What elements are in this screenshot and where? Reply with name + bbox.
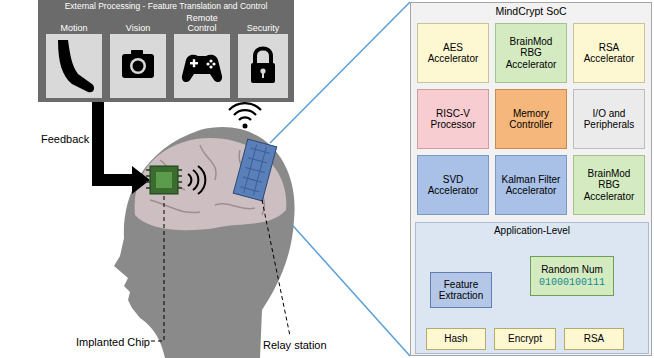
panel-ground: [38, 0, 294, 102]
tile-label: Remote Control: [174, 14, 230, 34]
box-label: BrainMod RBG Accelerator: [499, 36, 563, 71]
part-label: Relay station: [262, 339, 328, 351]
process-box: RSA: [564, 328, 624, 350]
function-tile: Security: [238, 14, 288, 100]
icon-tile: [110, 34, 166, 98]
soc-panel: MindCrypt SoCAES AcceleratorBrainMod RBG…: [410, 2, 652, 356]
lock-icon: [251, 49, 275, 84]
icon-tile: [238, 34, 288, 98]
process-box: Random Num01000100111: [530, 256, 614, 296]
function-tile: Remote Control: [174, 14, 230, 100]
application-band: Application-LevelFeature Extraction Rando…: [415, 222, 649, 354]
box-label: Random Num: [541, 264, 603, 276]
tile-label: Motion: [60, 14, 87, 34]
accelerator-block: Kalman Filter Accelerator: [495, 155, 567, 215]
panel-title: MindCrypt SoC: [411, 3, 651, 17]
box-label: AES Accelerator: [421, 42, 485, 65]
wireless-symbol: [229, 103, 261, 128]
accelerator-block: AES Accelerator: [417, 23, 489, 83]
accelerator-block: SVD Accelerator: [417, 155, 489, 215]
wireless-symbol: [188, 166, 205, 194]
process-box: Encrypt: [494, 328, 556, 350]
process-box: Hash: [426, 328, 486, 350]
box-label: Encrypt: [508, 333, 542, 345]
process-box: Feature Extraction: [430, 272, 492, 308]
feedback-arrow: [92, 102, 150, 194]
box-label: I/O and Peripherals: [577, 108, 641, 131]
box-label: Memory Controller: [499, 108, 563, 131]
function-tile: Motion: [46, 14, 102, 100]
implanted-chip: [146, 166, 182, 194]
tile-label: Vision: [126, 14, 150, 34]
panel-title: External Processing - Feature Translatio…: [38, 0, 294, 12]
box-label: RSA: [584, 333, 605, 345]
box-label: Kalman Filter Accelerator: [499, 174, 563, 197]
arrow-label: Feedback: [40, 133, 90, 145]
box-label: Feature Extraction: [434, 279, 488, 302]
accelerator-block: BrainMod RBG Accelerator: [573, 155, 645, 215]
part-label: Implanted Chip: [75, 336, 151, 348]
arm-icon: [58, 40, 94, 92]
box-label: SVD Accelerator: [421, 174, 485, 197]
function-tile: Vision: [110, 14, 166, 100]
processor-block: RISC-V Processor: [417, 89, 489, 149]
head-silhouette: [114, 127, 295, 358]
camera-icon: [122, 50, 154, 78]
icon-tile: [46, 34, 102, 98]
leader-line: [151, 196, 164, 341]
icon-tile: [174, 34, 230, 98]
bit-string: 01000100111: [539, 277, 605, 289]
brain: [135, 138, 287, 230]
memory-block: Memory Controller: [495, 89, 567, 149]
box-label: RISC-V Processor: [421, 108, 485, 131]
panel-title: Application-Level: [416, 223, 648, 237]
leader-line: [262, 200, 290, 336]
relay-chip: [233, 139, 276, 201]
accelerator-block: RSA Accelerator: [573, 23, 645, 83]
gamepad-icon: [182, 55, 222, 82]
io-block: I/O and Peripherals: [573, 89, 645, 149]
processing-panel: External Processing - Feature Translatio…: [38, 0, 294, 102]
box-label: RSA Accelerator: [577, 42, 641, 65]
tile-label: Security: [247, 14, 280, 34]
box-label: Hash: [444, 333, 467, 345]
accelerator-block: BrainMod RBG Accelerator: [495, 23, 567, 83]
box-label: BrainMod RBG Accelerator: [577, 168, 641, 203]
